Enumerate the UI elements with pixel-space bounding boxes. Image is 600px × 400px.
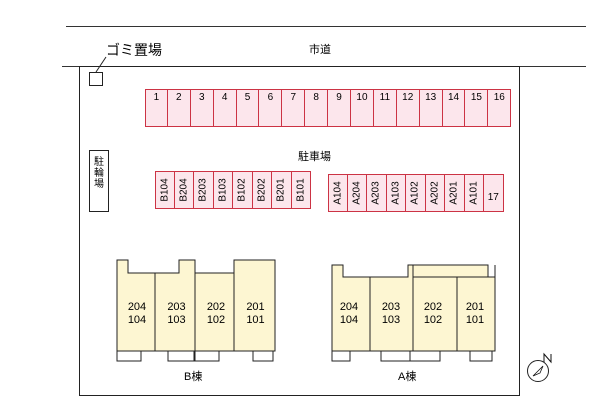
building-a-outline (331, 264, 496, 362)
compass-north-mark (543, 352, 552, 364)
parking-space-a203: A203 (367, 174, 387, 212)
parking-space-b102: B102 (233, 171, 253, 209)
bicycle-parking: 駐輪場 (89, 150, 109, 212)
parking-space-15: 15 (465, 89, 489, 127)
parking-space-b101: B101 (291, 171, 311, 209)
parking-space-b203: B203 (194, 171, 214, 209)
parking-space-4: 4 (213, 89, 237, 127)
parking-space-17: 17 (484, 174, 504, 212)
parking-space-6: 6 (259, 89, 283, 127)
trash-area-label: ゴミ置場 (106, 42, 162, 58)
parking-space-b202: B202 (252, 171, 272, 209)
parking-space-a204: A204 (347, 174, 367, 212)
road-label: 市道 (309, 44, 331, 56)
parking-space-11: 11 (373, 89, 397, 127)
trash-area-box (89, 72, 103, 86)
parking-space-b204: B204 (174, 171, 194, 209)
parking-space-a104: A104 (328, 174, 348, 212)
parking-space-b103: B103 (213, 171, 233, 209)
parking-space-12: 12 (396, 89, 420, 127)
parking-space-1: 1 (145, 89, 168, 127)
parking-space-a103: A103 (386, 174, 406, 212)
parking-space-9: 9 (328, 89, 352, 127)
parking-space-a101: A101 (464, 174, 484, 212)
parking-space-b104: B104 (155, 171, 175, 209)
road-top-line (66, 26, 586, 27)
building-a-label: A棟 (398, 371, 417, 383)
bicycle-parking-label: 駐輪場 (94, 157, 104, 190)
parking-space-13: 13 (419, 89, 443, 127)
parking-space-a102: A102 (406, 174, 426, 212)
parking-space-14: 14 (442, 89, 466, 127)
parking-label: 駐車場 (298, 151, 331, 163)
parking-space-7: 7 (282, 89, 306, 127)
building-b-label: B棟 (184, 371, 203, 383)
parking-space-a201: A201 (445, 174, 465, 212)
parking-space-16: 16 (488, 89, 512, 127)
parking-space-2: 2 (167, 89, 191, 127)
parking-space-10: 10 (351, 89, 374, 127)
parking-space-8: 8 (305, 89, 329, 127)
parking-space-a202: A202 (425, 174, 445, 212)
trash-leader-line (95, 56, 107, 73)
parking-space-b201: B201 (272, 171, 292, 209)
building-b-outline (116, 259, 276, 362)
parking-space-3: 3 (190, 89, 214, 127)
parking-space-5: 5 (236, 89, 260, 127)
compass-icon (527, 360, 549, 382)
